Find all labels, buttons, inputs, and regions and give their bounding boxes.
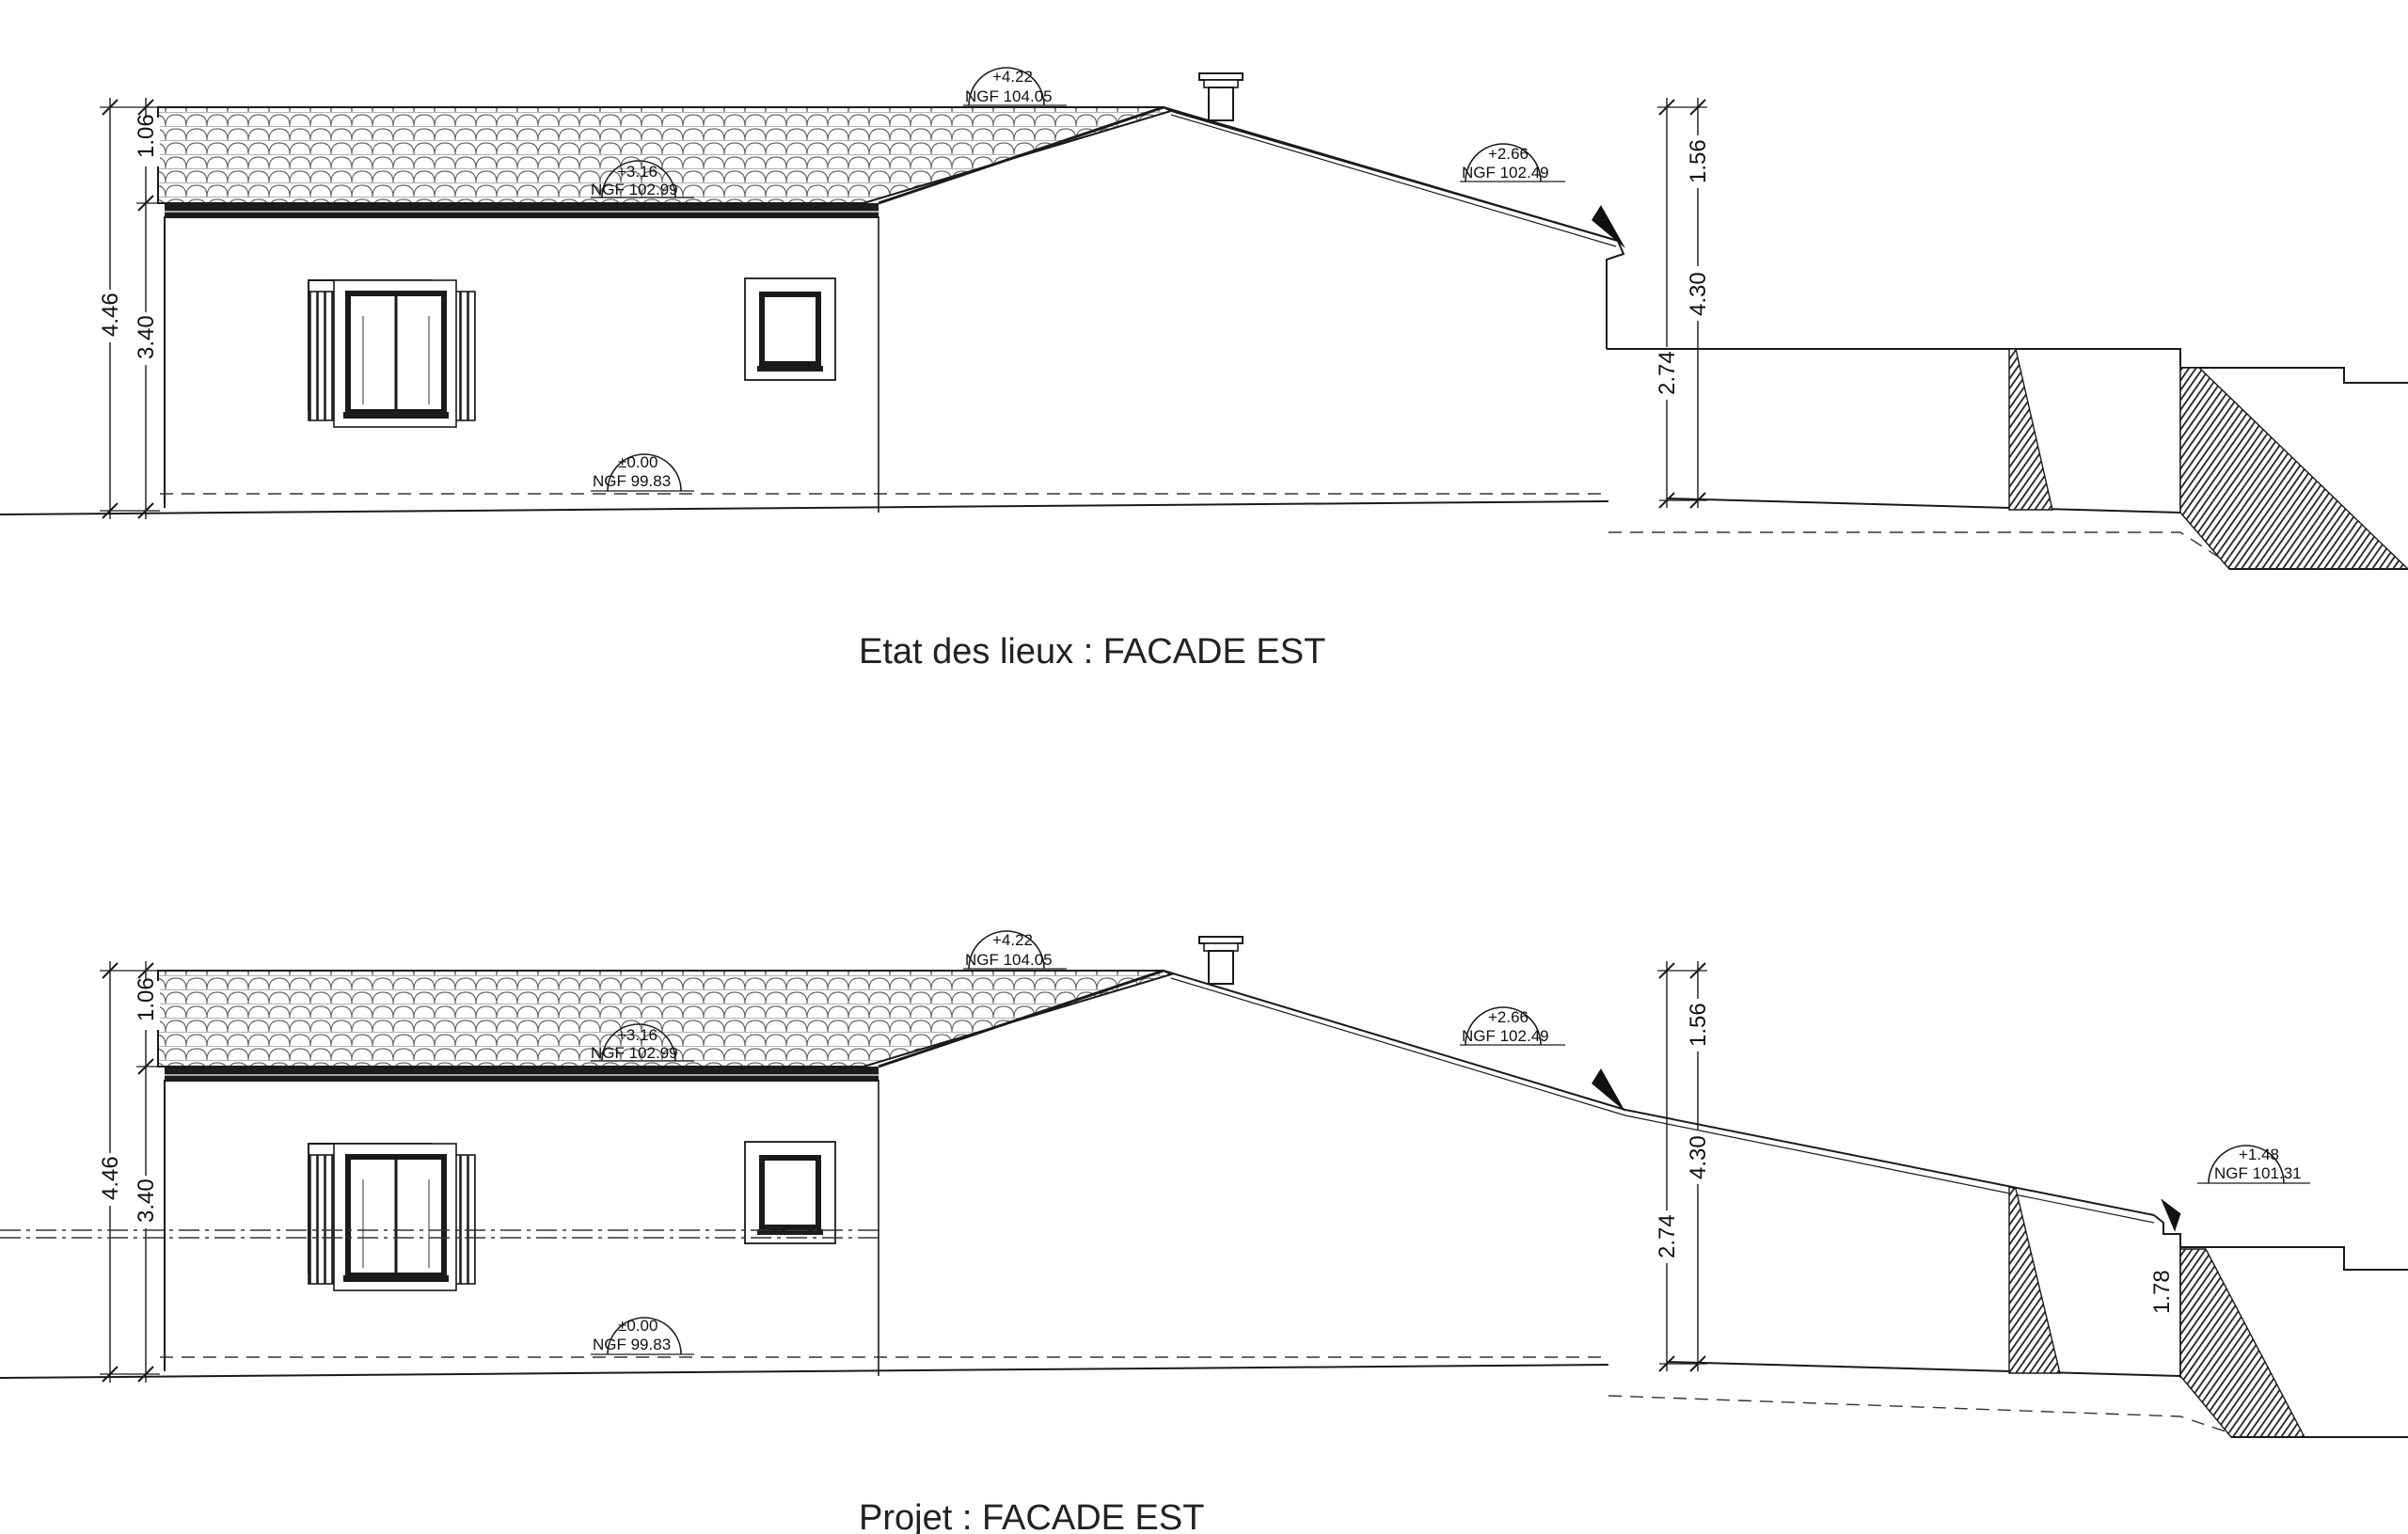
existing-eave-ngf: NGF 102.99 bbox=[591, 181, 678, 198]
project-elevation: 1.06 3.40 4.46 1.56 4.30 2.74 1.78 +4.22… bbox=[0, 931, 2408, 1534]
project-eave-level: +3.16 bbox=[617, 1026, 657, 1044]
project-dim-right-total: 4.30 bbox=[1686, 1135, 1711, 1179]
existing-ridge-level: +4.22 bbox=[992, 68, 1033, 86]
project-gutter-level: +2.66 bbox=[1488, 1008, 1529, 1026]
project-ground-ngf: NGF 99.83 bbox=[593, 1336, 671, 1353]
project-extension-ngf: NGF 101.31 bbox=[2214, 1164, 2302, 1182]
existing-dim-right-total: 4.30 bbox=[1686, 272, 1711, 316]
existing-caption: Etat des lieux : FACADE EST bbox=[859, 632, 1325, 672]
existing-dim-left-wall: 3.40 bbox=[134, 315, 159, 359]
project-dim-left-total: 4.46 bbox=[98, 1156, 123, 1200]
existing-gutter-level: +2.66 bbox=[1488, 145, 1529, 163]
existing-gutter-ngf: NGF 102.49 bbox=[1462, 164, 1549, 182]
existing-dim-left-total: 4.46 bbox=[98, 293, 123, 337]
existing-dim-left-roof: 1.06 bbox=[134, 114, 159, 158]
project-dim-right-roof: 1.56 bbox=[1686, 1003, 1711, 1047]
project-ground-level: ±0.00 bbox=[618, 1317, 657, 1335]
existing-elevation: 1.06 3.40 4.46 1.56 4.30 2.74 +4.22 NGF … bbox=[0, 68, 2408, 672]
project-eave-ngf: NGF 102.99 bbox=[591, 1044, 678, 1062]
project-dim-right-wall: 2.74 bbox=[1655, 1214, 1680, 1258]
project-caption: Projet : FACADE EST bbox=[859, 1498, 1204, 1534]
existing-eave-level: +3.16 bbox=[617, 163, 657, 181]
project-gutter-ngf: NGF 102.49 bbox=[1462, 1027, 1549, 1045]
existing-ridge-ngf: NGF 104.05 bbox=[965, 87, 1053, 105]
project-dim-extension-wall: 1.78 bbox=[2149, 1270, 2175, 1314]
existing-dim-right-roof: 1.56 bbox=[1686, 139, 1711, 183]
existing-ground-level: ±0.00 bbox=[618, 453, 657, 471]
existing-dim-right-wall: 2.74 bbox=[1655, 351, 1680, 395]
existing-ground-ngf: NGF 99.83 bbox=[593, 472, 671, 490]
project-dim-left-roof: 1.06 bbox=[134, 977, 159, 1021]
project-ridge-level: +4.22 bbox=[992, 931, 1033, 949]
project-dim-left-wall: 3.40 bbox=[134, 1178, 159, 1223]
project-extension-level: +1.48 bbox=[2239, 1146, 2279, 1163]
project-ridge-ngf: NGF 104.05 bbox=[965, 951, 1053, 969]
